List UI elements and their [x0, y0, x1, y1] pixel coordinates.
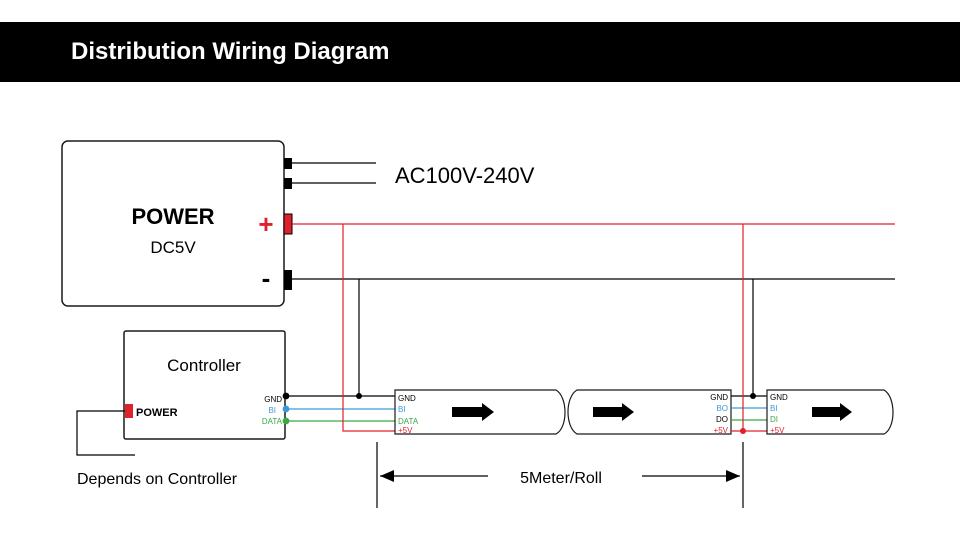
strip-2-bo-label: BO — [716, 404, 728, 413]
ground-junction-1 — [356, 393, 362, 399]
led-strip-3: GND BI DI +5V — [766, 389, 894, 435]
strip-2-direction-arrow-icon — [593, 403, 634, 421]
ac-input-label: AC100V-240V — [395, 163, 535, 188]
strip-1-data-label: DATA — [398, 417, 419, 426]
page-title: Distribution Wiring Diagram — [71, 38, 390, 65]
ground-junction-2 — [750, 393, 756, 399]
positive-junction-2 — [740, 428, 746, 434]
strip-1-gnd-label: GND — [398, 394, 416, 403]
strip-3-di-label: DI — [770, 415, 778, 424]
controller-power-lead — [76, 410, 135, 456]
controller-title: Controller — [167, 356, 241, 375]
controller-power-terminal — [125, 404, 133, 418]
ac-terminal-1 — [284, 158, 292, 169]
led-strip-2: GND BO DO +5V — [567, 389, 732, 435]
strip-2-gnd-label: GND — [710, 393, 728, 402]
controller-gnd-label: GND — [264, 395, 282, 404]
controller-gnd-terminal — [282, 392, 290, 400]
strip-3-direction-arrow-icon — [812, 403, 852, 421]
controller-note: Depends on Controller — [77, 471, 238, 488]
led-strip-1: GND BI DATA +5V — [394, 389, 566, 435]
positive-terminal — [283, 213, 293, 235]
ac-terminal-2 — [284, 178, 292, 189]
strip-1-direction-arrow-icon — [452, 403, 494, 421]
strip-1-5v-label: +5V — [398, 426, 413, 435]
header-bar: Distribution Wiring Diagram — [0, 22, 960, 82]
controller: Controller POWER GND BI DATA — [123, 330, 290, 440]
negative-terminal-label: - — [262, 263, 271, 293]
controller-bi-label: BI — [268, 406, 276, 415]
positive-drop-wire-1 — [342, 224, 395, 432]
controller-box — [123, 330, 286, 440]
power-supply: POWER DC5V + - — [61, 140, 293, 307]
dimension-left-arrow-icon — [380, 470, 394, 482]
negative-terminal — [284, 270, 292, 290]
strip-3-gnd-label: GND — [770, 393, 788, 402]
strip-3-bi-label: BI — [770, 404, 778, 413]
strip-2-outline — [567, 389, 732, 435]
dimension-right-arrow-icon — [726, 470, 740, 482]
power-supply-voltage: DC5V — [150, 238, 196, 257]
controller-bi-terminal — [282, 405, 290, 413]
controller-power-label: POWER — [136, 407, 178, 419]
strip-3-5v-label: +5V — [770, 426, 785, 435]
dimension-label: 5Meter/Roll — [520, 470, 602, 487]
power-supply-title: POWER — [131, 204, 214, 229]
strip-2-do-label: DO — [716, 415, 728, 424]
strip-1-bi-label: BI — [398, 405, 406, 414]
positive-terminal-label: + — [258, 209, 273, 239]
strip-2-5v-label: +5V — [714, 426, 729, 435]
controller-data-label: DATA — [262, 417, 283, 426]
length-dimension: 5Meter/Roll — [376, 442, 744, 508]
controller-data-terminal — [282, 417, 290, 425]
